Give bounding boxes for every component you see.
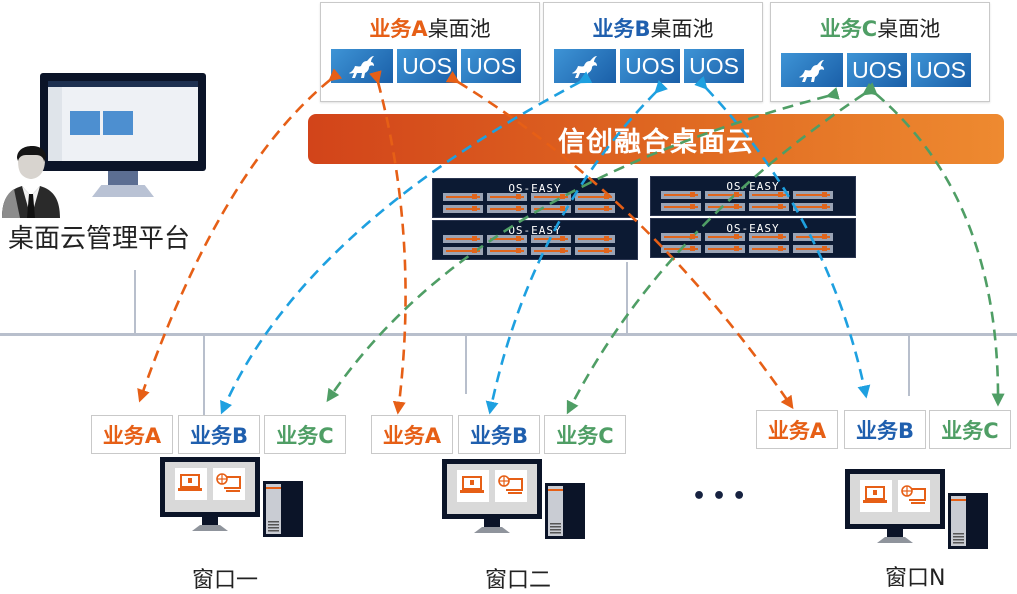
business-tag-c: 业务C — [544, 415, 626, 454]
window-label: 窗口一 — [192, 568, 259, 593]
network-drop-admin — [134, 270, 136, 333]
uos-tile: UOS — [911, 53, 971, 87]
admin-monitor-neck — [108, 171, 138, 185]
pool-suffix: 桌面池 — [427, 17, 491, 41]
window-label: 窗口N — [885, 566, 946, 591]
desktop-pc-icon — [442, 459, 592, 547]
admin-user-icon — [2, 146, 60, 218]
business-tag-b: 业务B — [458, 415, 540, 454]
pool-suffix: 桌面池 — [650, 17, 714, 41]
business-tag-b: 业务B — [178, 415, 260, 454]
arrow-c-windown — [863, 82, 1005, 407]
desktop-pc-icon — [160, 457, 310, 545]
desktop-pc-icon — [845, 469, 995, 557]
arrow-b-window1 — [220, 71, 593, 415]
business-tag-a: 业务A — [371, 415, 453, 454]
business-tag-a: 业务A — [91, 415, 173, 454]
pool-business-label: 业务C — [819, 17, 878, 41]
arrow-b-windown — [694, 75, 871, 399]
arrow-a-window1 — [137, 68, 343, 403]
pool-business-label: 业务A — [369, 17, 428, 41]
business-tag-c: 业务C — [929, 410, 1011, 449]
arrow-c-window2 — [566, 82, 877, 415]
business-tag-a: 业务A — [756, 410, 838, 449]
arrow-b-window2 — [485, 80, 668, 415]
pool-business-a: 业务A桌面池 UOS UOS — [320, 2, 540, 102]
pool-business-label: 业务B — [592, 17, 651, 41]
pool-suffix: 桌面池 — [877, 17, 941, 41]
arrow-a-window2 — [369, 70, 407, 415]
business-tag-b: 业务B — [844, 410, 926, 449]
window-label: 窗口二 — [485, 568, 552, 593]
business-tag-c: 业务C — [264, 415, 346, 454]
ellipsis: ••• — [692, 484, 753, 509]
